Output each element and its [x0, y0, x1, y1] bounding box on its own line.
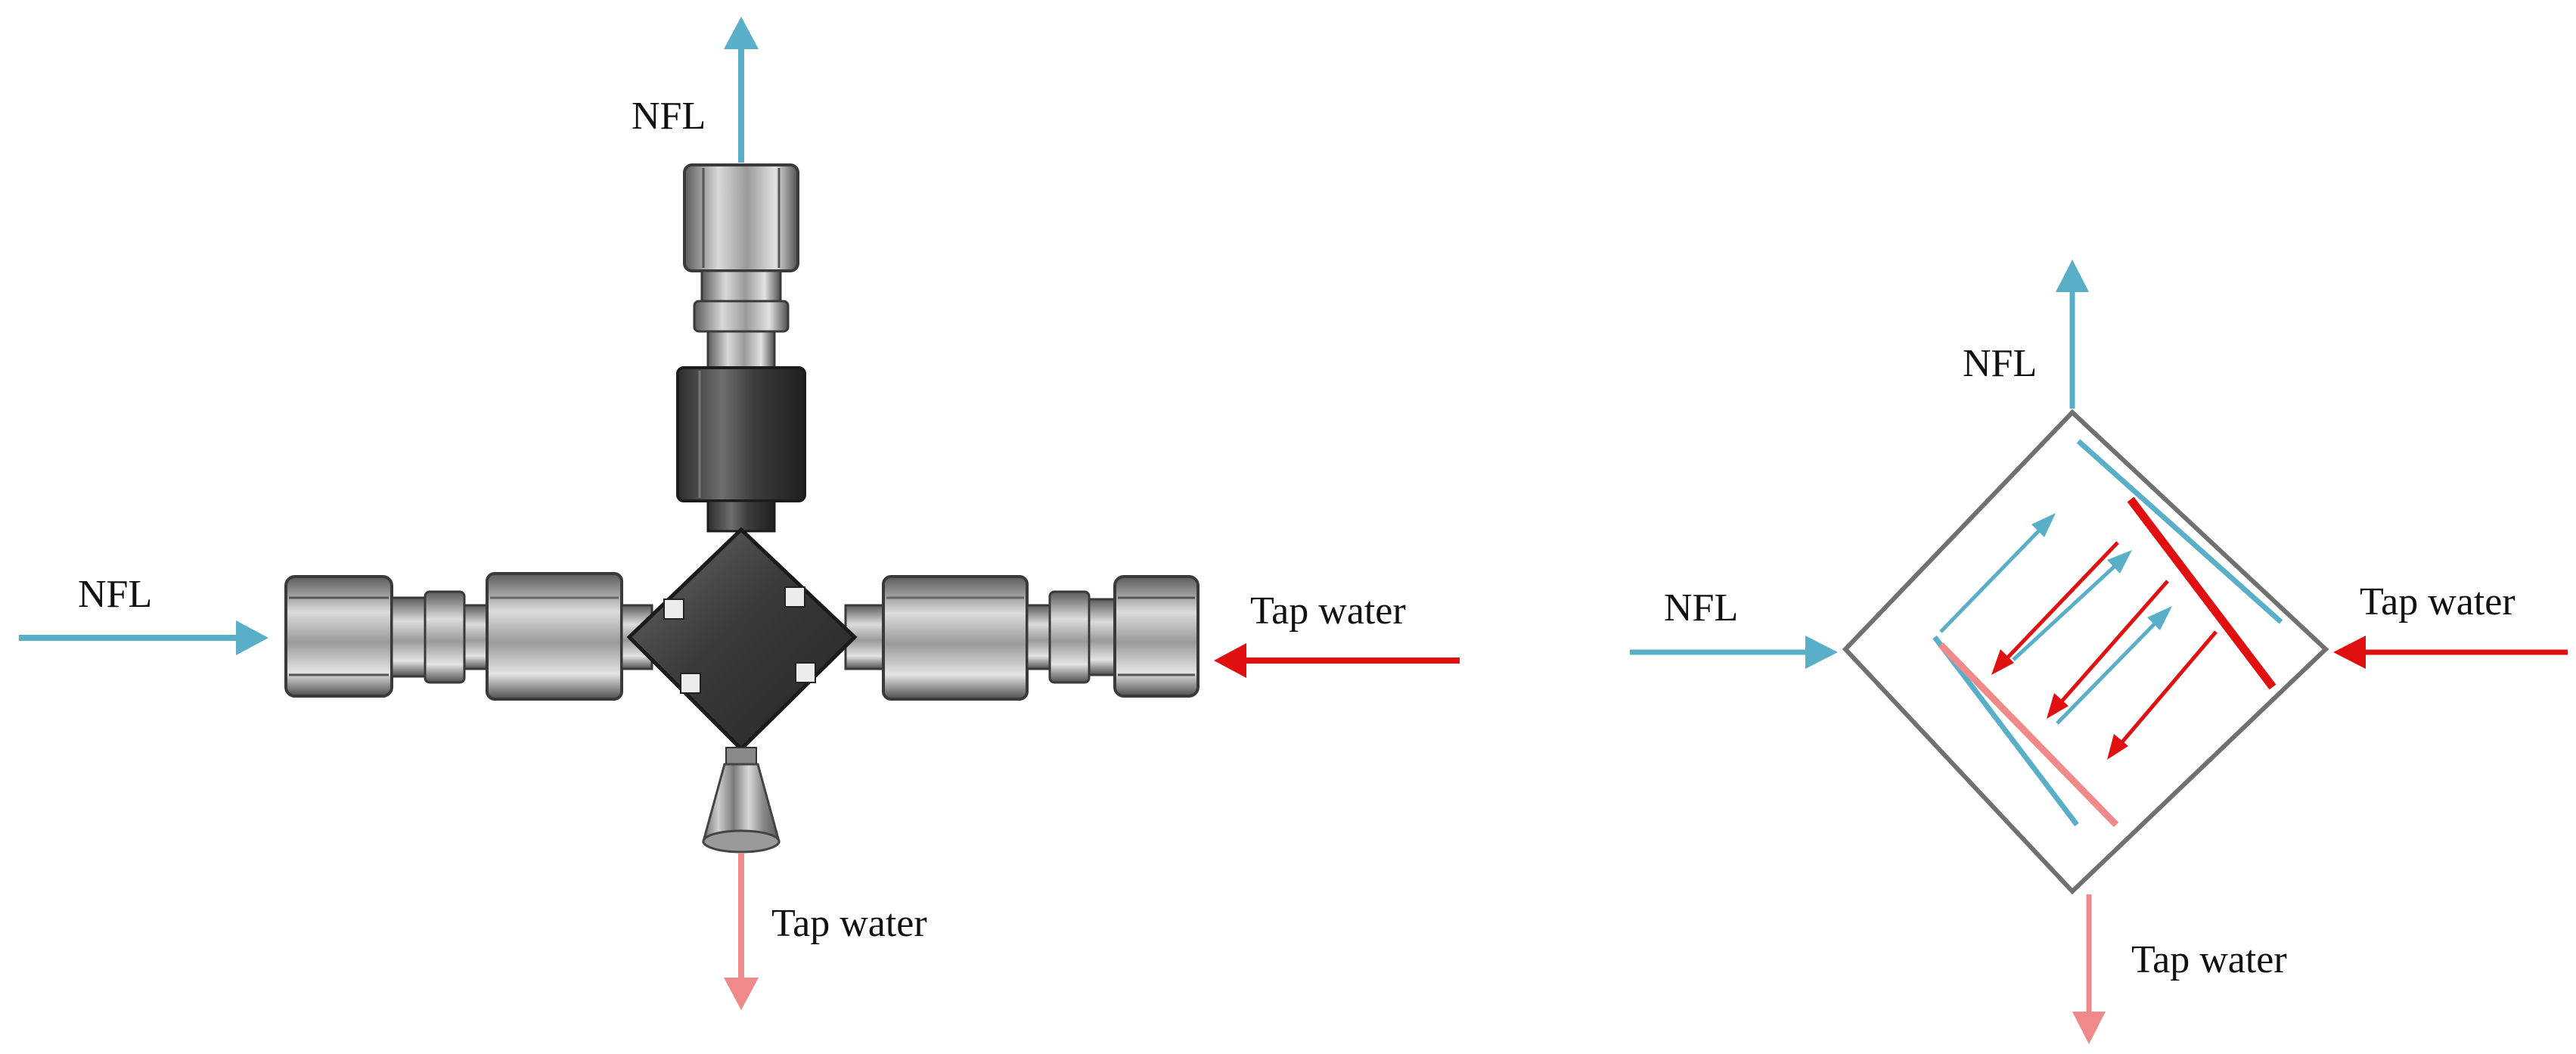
arrow-tap-out-bottom [724, 853, 759, 1010]
inner-flow-arrows [1939, 513, 2218, 760]
outer-wall-tap-upper [2127, 496, 2277, 690]
arrow-nfl-out-top [724, 17, 759, 163]
right-branch-fitting [844, 575, 1200, 701]
arrow-tap-in-right [1214, 643, 1460, 678]
schematic-arrow-tap-out-bottom [2072, 894, 2106, 1044]
label-nfl-top: NFL [632, 95, 706, 138]
outer-wall-nfl-upper [2076, 439, 2283, 624]
schematic [1842, 409, 2329, 895]
photo-fitting [284, 163, 1200, 853]
label-tap-water-right: Tap water [1250, 589, 1406, 633]
left-branch-fitting [284, 572, 653, 701]
outer-wall-tap-lower [1938, 642, 2119, 828]
arrow-nfl-in-left [19, 620, 268, 655]
schematic-label-nfl-left: NFL [1664, 586, 1739, 630]
schematic-label-tap-water-bottom: Tap water [2131, 938, 2287, 981]
outer-wall-nfl-lower [1932, 635, 2079, 827]
label-tap-water-bottom: Tap water [771, 902, 927, 945]
cross-fitting-body [626, 527, 858, 752]
schematic-frame [1842, 409, 2329, 895]
schematic-arrow-nfl-out-top [2056, 260, 2089, 409]
schematic-arrow-nfl-in-left [1630, 636, 1838, 669]
bottom-funnel-nozzle [702, 747, 781, 853]
schematic-label-tap-water-right: Tap water [2360, 580, 2515, 623]
schematic-label-nfl-top: NFL [1963, 342, 2038, 385]
label-nfl-left: NFL [78, 573, 153, 616]
top-branch-fitting [676, 163, 806, 533]
schematic-arrow-tap-in-right [2333, 636, 2568, 669]
